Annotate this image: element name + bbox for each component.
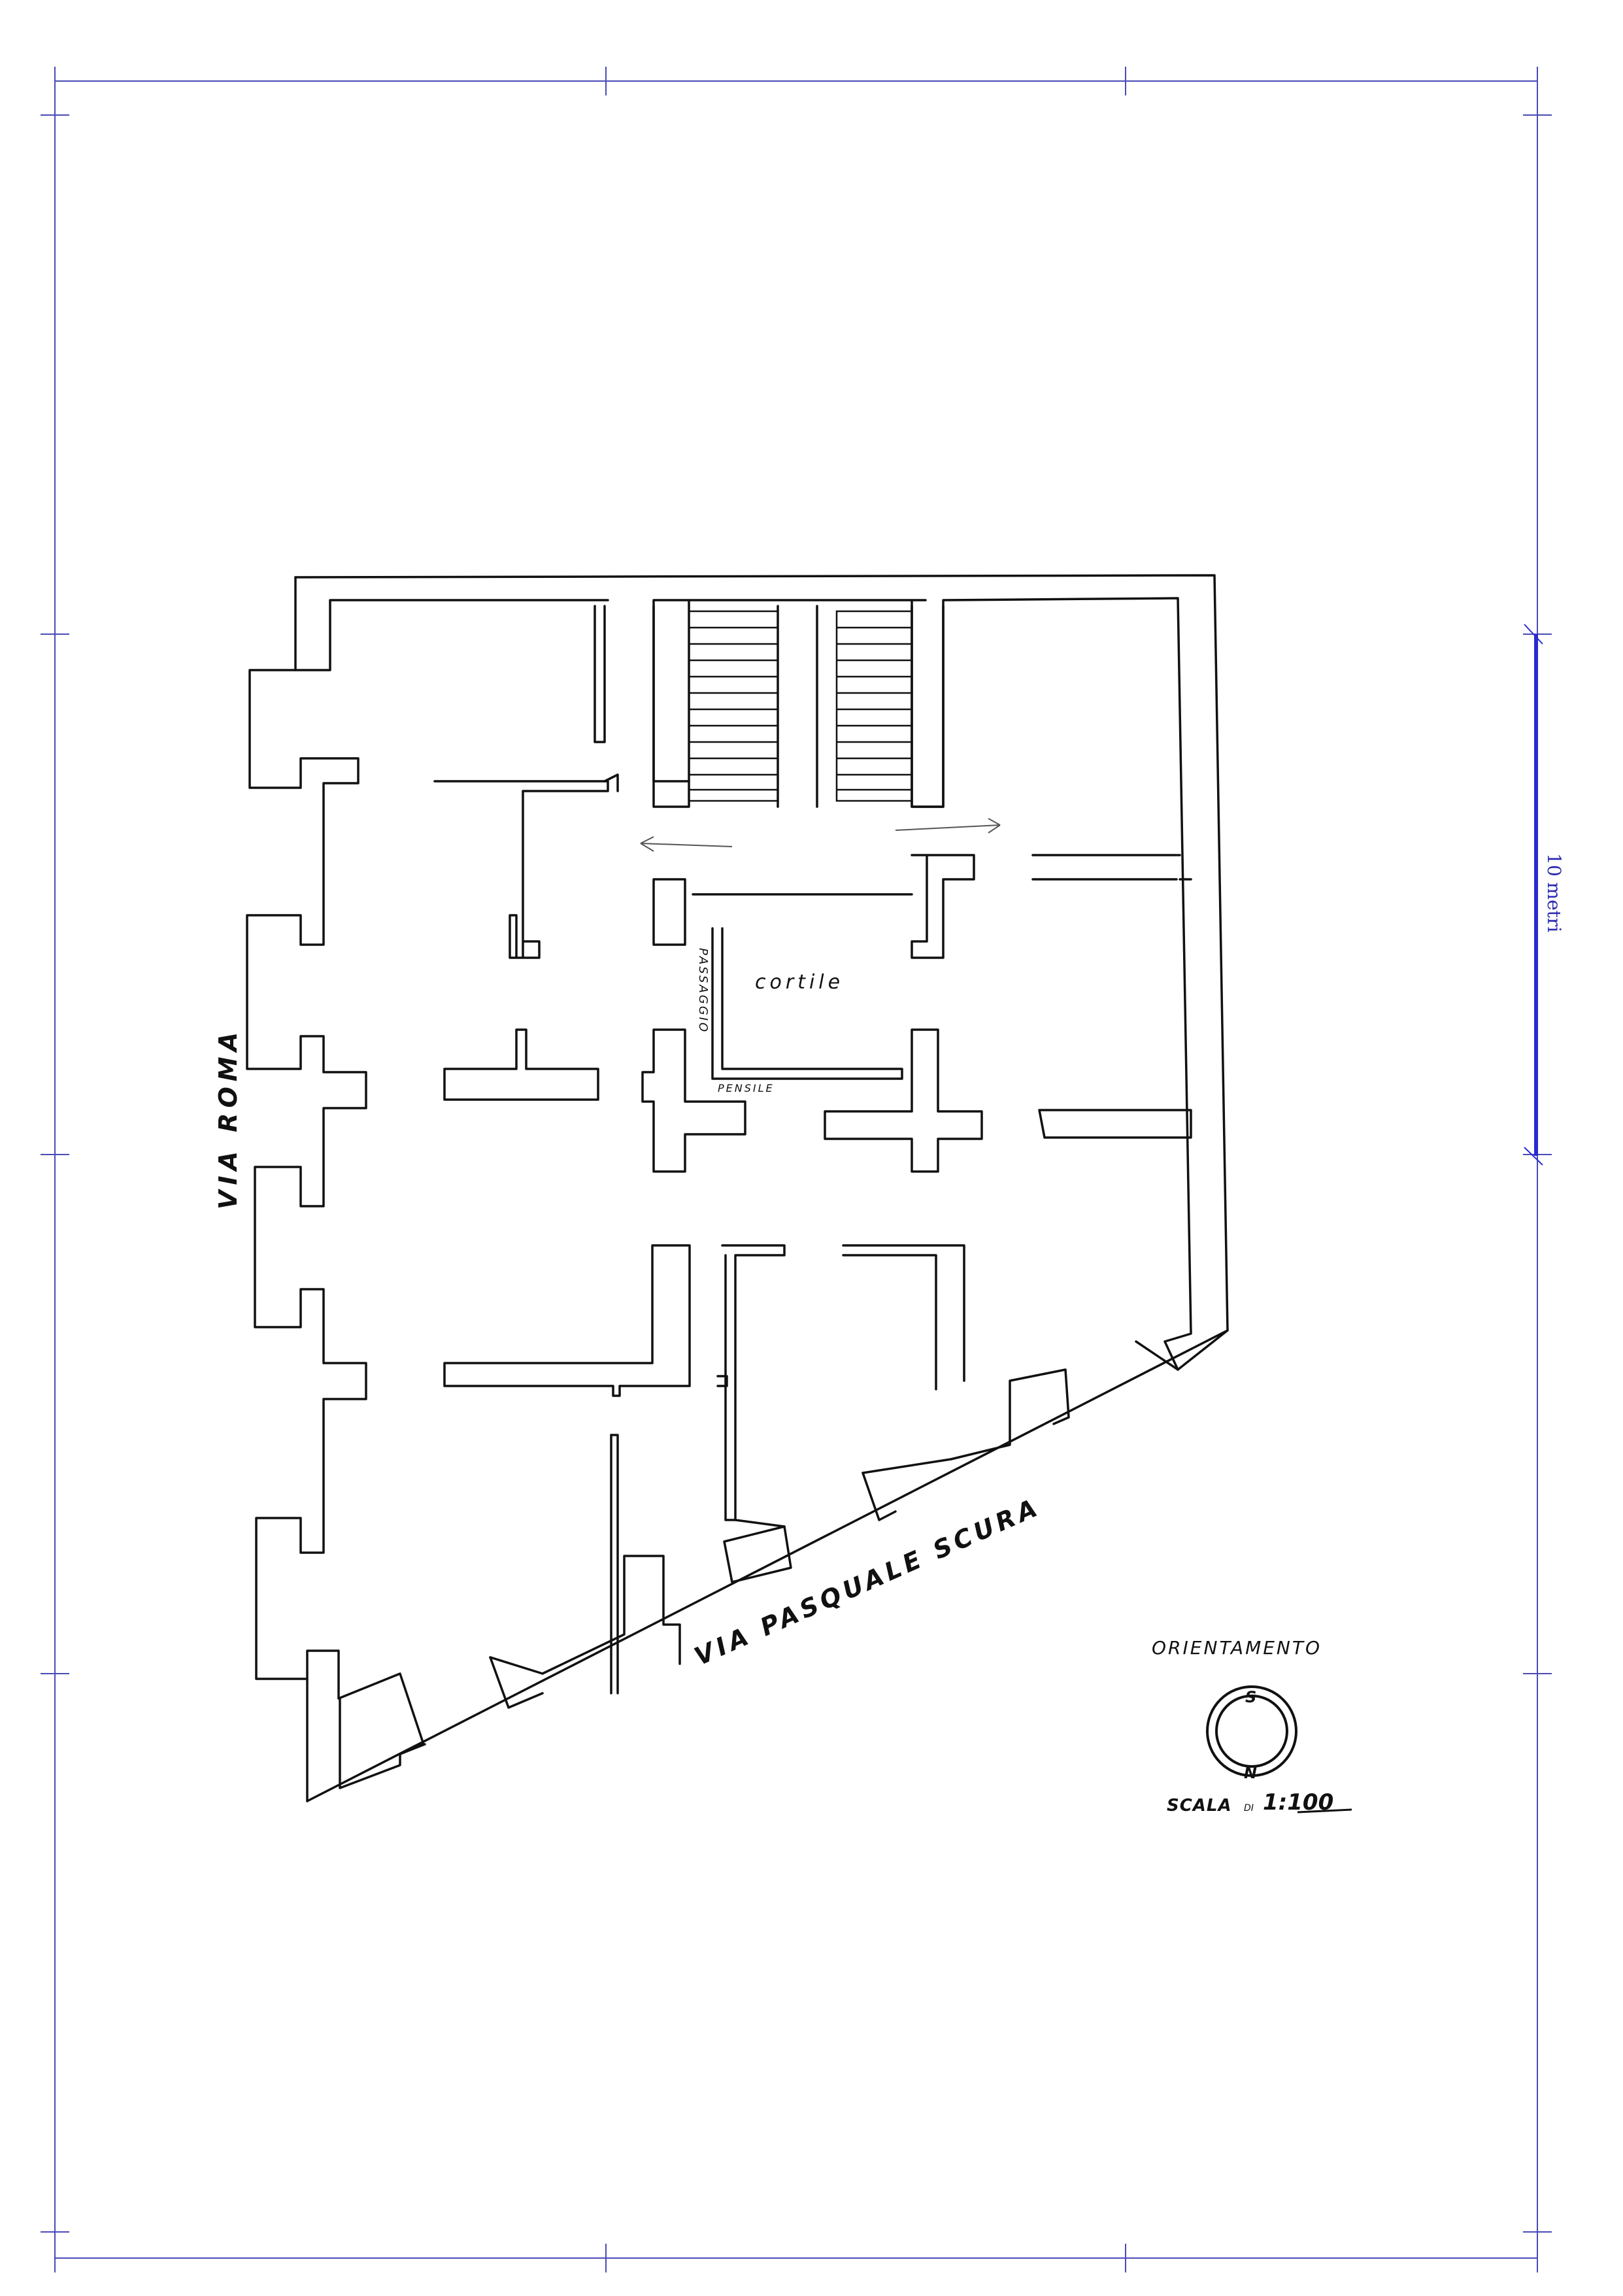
staircase-right (835, 610, 913, 802)
orientation-legend: ORIENTAMENTO S N SCALA DI 1:100 (1152, 1637, 1352, 1815)
label-pensile: PENSILE (718, 1082, 775, 1094)
sheet-frame (41, 67, 1552, 2272)
compass-north: N (1244, 1764, 1257, 1782)
scale-prefix: SCALA (1167, 1796, 1232, 1815)
compass-icon (1206, 1685, 1297, 1777)
scale-di: DI (1244, 1803, 1254, 1814)
label-cortile: cortile (755, 971, 844, 994)
staircase-left (688, 610, 779, 802)
scale-bar-label: 10 metri (1543, 853, 1565, 932)
label-passaggio: PASSAGGIO (696, 948, 710, 1034)
orientation-title: ORIENTAMENTO (1152, 1637, 1322, 1659)
floor-plan-walls (246, 574, 1229, 1802)
circulation-arrows (640, 818, 1001, 852)
scale-bar (1524, 624, 1543, 1166)
street-via-roma: VIA ROMA (214, 1027, 243, 1209)
compass-south: S (1245, 1688, 1256, 1706)
street-via-pasquale-scura: VIA PASQUALE SCURA (690, 1492, 1045, 1671)
scale-underline (1297, 1808, 1352, 1814)
